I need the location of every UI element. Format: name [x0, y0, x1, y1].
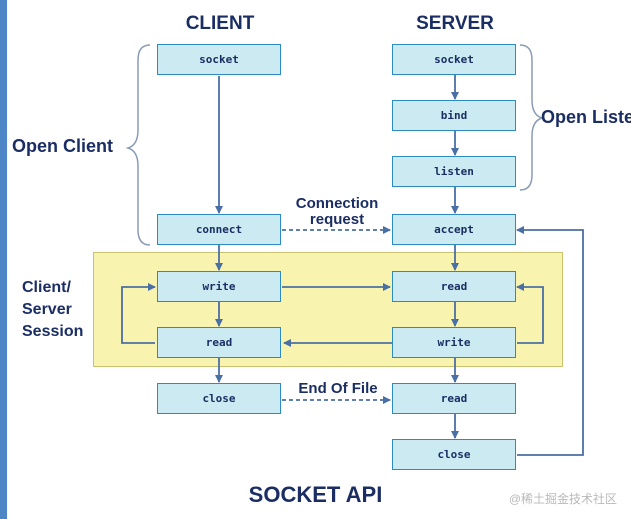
diagram-title: SOCKET API	[248, 482, 383, 507]
open-listen-label: Open Liste	[541, 107, 631, 127]
server-column-title: SERVER	[416, 13, 494, 34]
open-client-brace	[125, 44, 151, 246]
client-write-node: write	[157, 271, 281, 302]
connection-request-line-2: request	[309, 211, 365, 228]
client-column-title: CLIENT	[185, 13, 255, 34]
client-server-session-label: Client/ Server Session	[22, 277, 92, 343]
open-client-label: Open Client	[12, 136, 114, 156]
session-label-line-1: Client/	[22, 279, 71, 296]
client-socket-node: socket	[157, 44, 281, 75]
server-close-node: close	[392, 439, 516, 470]
server-accept-node: accept	[392, 214, 516, 245]
server-listen-node: listen	[392, 156, 516, 187]
client-read-node: read	[157, 327, 281, 358]
client-connect-node: connect	[157, 214, 281, 245]
slide-frame-bar	[0, 0, 7, 519]
server-bind-node: bind	[392, 100, 516, 131]
session-label-line-2: Server	[22, 301, 72, 318]
server-read-node: read	[392, 271, 516, 302]
watermark: @稀土掘金技术社区	[508, 492, 617, 506]
server-socket-node: socket	[392, 44, 516, 75]
arrow-server-close-to-accept	[516, 226, 584, 456]
connection-request-line-1: Connection	[295, 195, 379, 212]
connection-request-label: Connection request	[287, 196, 387, 228]
arrow-server-loop-back	[516, 283, 544, 344]
client-close-node: close	[157, 383, 281, 414]
end-of-file-label: End Of File	[298, 380, 378, 397]
open-listen-brace	[519, 44, 545, 191]
session-label-line-3: Session	[22, 323, 84, 340]
arrow-client-loop-back	[121, 283, 156, 344]
server-read-eof-node: read	[392, 383, 516, 414]
server-write-node: write	[392, 327, 516, 358]
